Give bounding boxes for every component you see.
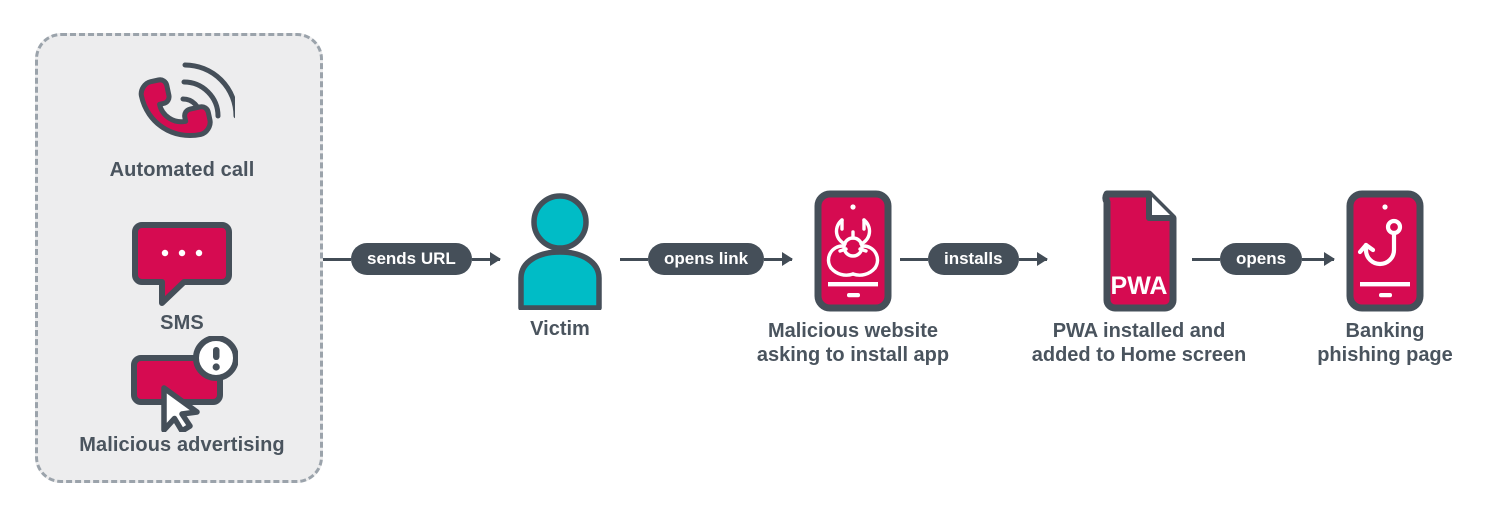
phone-biohazard-icon [742, 190, 964, 312]
connector-arrow [1302, 257, 1335, 261]
vector-malicious-advertising: Malicious advertising [38, 336, 326, 457]
vector-automated-call: Automated call [38, 61, 326, 182]
sms-bubble-icon [38, 214, 326, 310]
node-label: Malicious website asking to install app [756, 320, 950, 366]
node-banking-phishing: Banking phishing page [1293, 190, 1477, 367]
vector-sms: SMS [38, 214, 326, 335]
connector-arrow [471, 257, 500, 261]
connector-line [900, 257, 928, 261]
phone-call-icon [38, 61, 326, 157]
connector-sends-url: sends URL [323, 239, 500, 279]
vector-label: Automated call [109, 159, 255, 181]
connector-line [1192, 257, 1220, 261]
delivery-vectors-panel: Automated call SMS [35, 33, 323, 483]
node-pwa-installed: PWA PWA installed and added to Home scre… [1025, 190, 1253, 367]
node-label: PWA installed and added to Home screen [1031, 320, 1247, 366]
node-malicious-website: Malicious website asking to install app [742, 190, 964, 367]
connector-label: sends URL [351, 243, 472, 275]
vector-label: Malicious advertising [79, 434, 285, 456]
connector-arrow [764, 257, 793, 261]
connector-line [620, 257, 648, 261]
pwa-icon-text: PWA [1111, 272, 1168, 300]
person-icon [500, 190, 620, 310]
connector-label: opens link [648, 243, 765, 275]
node-victim: Victim [500, 190, 620, 342]
phone-fishhook-icon [1293, 190, 1477, 312]
node-label: Banking phishing page [1317, 320, 1453, 366]
connector-arrow [1018, 257, 1047, 261]
connector-line [323, 257, 351, 261]
node-label: Victim [530, 318, 590, 340]
connector-label: opens [1220, 243, 1303, 275]
connector-label: installs [928, 243, 1019, 275]
connector-opens-link: opens link [620, 239, 793, 279]
vector-label: SMS [160, 312, 204, 334]
pwa-document-icon: PWA [1025, 190, 1253, 312]
connector-opens: opens [1192, 239, 1335, 279]
malicious-ad-icon [38, 336, 326, 432]
connector-installs: installs [900, 239, 1047, 279]
